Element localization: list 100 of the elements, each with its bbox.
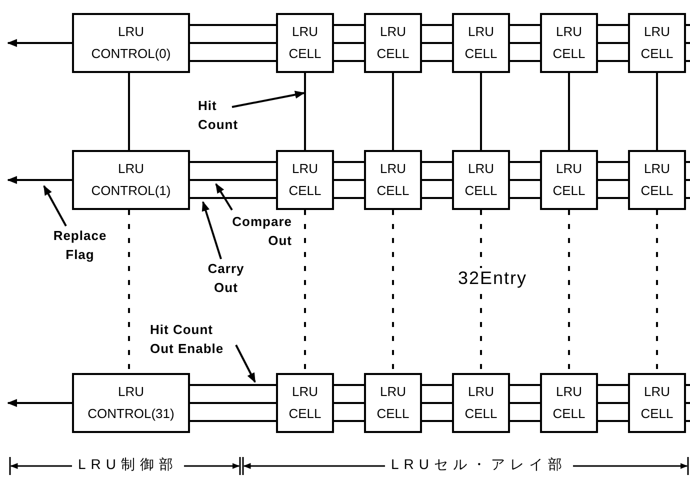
signal-line (422, 402, 452, 404)
signal-line (422, 60, 452, 62)
cell-box (276, 13, 334, 73)
signal-line (304, 73, 306, 150)
signal-line (422, 197, 452, 199)
signal-line (190, 42, 276, 44)
signal-line (598, 420, 628, 422)
box-label: LRU CELL (288, 23, 322, 63)
signal-line (334, 24, 364, 26)
signal-line (422, 42, 452, 44)
signal-line (190, 402, 276, 404)
signal-label: Hit Count (198, 97, 240, 134)
signal-line (568, 73, 570, 150)
leader-line (43, 185, 67, 226)
signal-line (510, 60, 540, 62)
signal-line (598, 384, 628, 386)
leader-line (232, 90, 305, 108)
signal-line (334, 384, 364, 386)
cell-box (540, 13, 598, 73)
signal-label: Replace Flag (52, 227, 108, 264)
signal-line (510, 420, 540, 422)
cell-box (540, 150, 598, 210)
signal-line (598, 42, 628, 44)
signal-line (510, 42, 540, 44)
signal-line (598, 179, 628, 181)
output-arrow (7, 39, 72, 47)
leader-line (215, 183, 233, 211)
output-arrow (7, 176, 72, 184)
signal-line (686, 161, 690, 163)
section-label: LRU制御部 (72, 456, 184, 474)
section-label: LRUセル・アレイ部 (385, 456, 574, 474)
box-label: LRU CELL (552, 160, 586, 200)
signal-line (686, 197, 690, 199)
box-label: LRU CELL (464, 383, 498, 423)
signal-line (686, 60, 690, 62)
signal-line (686, 402, 690, 404)
signal-line (510, 384, 540, 386)
signal-line (190, 197, 276, 199)
signal-line (190, 420, 276, 422)
box-label: LRU CELL (376, 23, 410, 63)
cell-box (364, 373, 422, 433)
signal-line (422, 24, 452, 26)
signal-line (686, 179, 690, 181)
leader-line (235, 344, 256, 383)
signal-line (334, 420, 364, 422)
box-label: LRU CELL (640, 383, 674, 423)
control-box (72, 13, 190, 73)
cell-box (540, 373, 598, 433)
signal-line (510, 197, 540, 199)
cell-box (364, 150, 422, 210)
signal-line (334, 179, 364, 181)
signal-line (190, 60, 276, 62)
control-box (72, 150, 190, 210)
signal-line (190, 179, 276, 181)
box-label: LRU CELL (288, 160, 322, 200)
signal-line (190, 24, 276, 26)
control-box (72, 373, 190, 433)
box-label: LRU CELL (464, 160, 498, 200)
signal-line (598, 161, 628, 163)
signal-line (422, 161, 452, 163)
signal-line (656, 73, 658, 150)
signal-label: Carry Out (206, 260, 246, 297)
signal-line (598, 197, 628, 199)
signal-line (686, 420, 690, 422)
cell-box (276, 150, 334, 210)
signal-line (334, 161, 364, 163)
signal-line (480, 73, 482, 150)
signal-line (422, 384, 452, 386)
signal-line (334, 197, 364, 199)
box-label: LRU CELL (376, 383, 410, 423)
signal-label: Hit Count Out Enable (150, 321, 225, 358)
cell-box (628, 150, 686, 210)
signal-line (190, 161, 276, 163)
box-label: LRU CELL (288, 383, 322, 423)
signal-line (510, 161, 540, 163)
box-label: LRU CELL (640, 23, 674, 63)
signal-line (422, 420, 452, 422)
box-label: LRU CELL (640, 160, 674, 200)
box-label: LRU CELL (464, 23, 498, 63)
signal-line (334, 60, 364, 62)
signal-line (422, 179, 452, 181)
signal-line (686, 24, 690, 26)
cell-box (452, 13, 510, 73)
box-label: LRU CONTROL(31) (86, 383, 176, 423)
box-label: LRU CONTROL(1) (90, 160, 172, 200)
signal-line (686, 384, 690, 386)
cell-box (452, 373, 510, 433)
signal-line (128, 73, 130, 150)
signal-line (392, 73, 394, 150)
signal-line (510, 402, 540, 404)
signal-label: Compare Out (231, 213, 292, 250)
leader-line (202, 201, 222, 260)
output-arrow (7, 399, 72, 407)
signal-line (598, 402, 628, 404)
box-label: LRU CELL (552, 23, 586, 63)
signal-line (598, 60, 628, 62)
signal-line (334, 402, 364, 404)
cell-box (452, 150, 510, 210)
cell-box (276, 373, 334, 433)
cell-box (364, 13, 422, 73)
